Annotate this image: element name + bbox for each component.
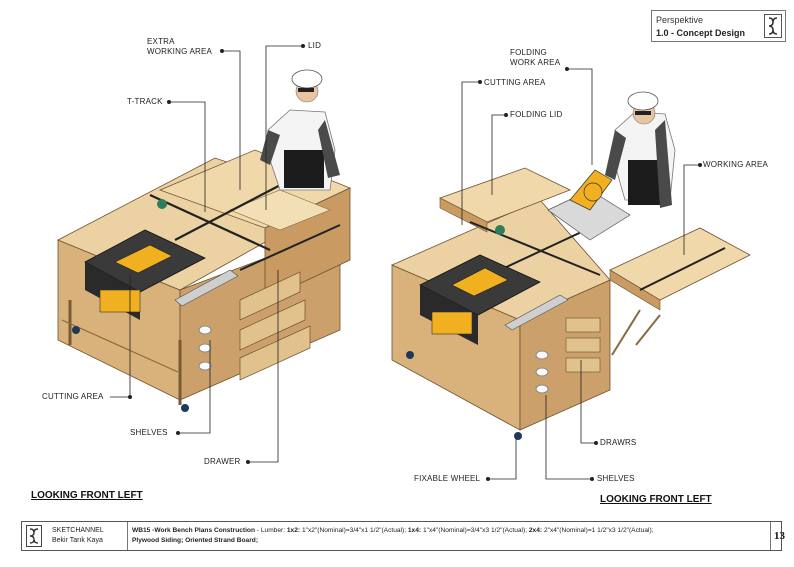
title-category: Perspektive bbox=[656, 15, 704, 25]
footer-desc-line1: WB15 -Work Bench Plans Construction - Lu… bbox=[132, 526, 762, 536]
label-shelves-left: SHELVES bbox=[130, 428, 168, 437]
label-lid: LID bbox=[308, 41, 322, 50]
label-drawrs: DRAWRS bbox=[600, 438, 637, 447]
right-workbench bbox=[390, 91, 751, 440]
leader-lines-right bbox=[461, 67, 703, 481]
desc-2x4-key: 2x4: bbox=[528, 527, 543, 534]
footer-description: WB15 -Work Bench Plans Construction - Lu… bbox=[132, 526, 762, 546]
label-cutting-area-right: CUTTING AREA bbox=[484, 78, 546, 87]
desc-1x4-key: 1x4: bbox=[407, 527, 422, 534]
label-working-area: WORKING AREA bbox=[703, 160, 769, 169]
title-block: Perspektive 1.0 - Concept Design bbox=[651, 10, 786, 42]
desc-1x2-key: 1x2: bbox=[286, 527, 301, 534]
desc-2x4-val: 2"x4"(Nominal)=1 1/2"x3 1/2"(Actual); bbox=[543, 527, 654, 534]
footer-divider-page bbox=[770, 522, 771, 550]
caption-right: LOOKING FRONT LEFT bbox=[600, 494, 712, 505]
label-folding-line1: FOLDING bbox=[510, 48, 547, 57]
title-text: 1.0 - Concept Design bbox=[656, 28, 746, 38]
page-number: 13 bbox=[774, 530, 785, 542]
label-extra-working-area: EXTRA WORKING AREA bbox=[147, 37, 212, 57]
worker-figure-left bbox=[260, 69, 340, 191]
label-folding-lid: FOLDING LID bbox=[510, 110, 563, 119]
label-folding-work-area: FOLDING WORK AREA bbox=[510, 48, 560, 68]
leader-lines-left bbox=[110, 44, 305, 464]
label-cutting-area-left: CUTTING AREA bbox=[42, 392, 104, 401]
brand-name: SKETCHANNEL bbox=[52, 527, 104, 534]
author-name: Bekir Tarık Kaya bbox=[52, 537, 103, 544]
desc-title: WB15 -Work Bench Plans Construction bbox=[132, 527, 255, 534]
brand-logo-icon bbox=[764, 14, 782, 38]
footer-desc-line2: Plywood Siding; Oriented Strand Board; bbox=[132, 537, 259, 544]
label-t-track: T-TRACK bbox=[127, 97, 163, 106]
worker-figure-right bbox=[605, 91, 676, 208]
footer-brand: SKETCHANNEL Bekir Tarık Kaya bbox=[52, 526, 104, 546]
caption-left: LOOKING FRONT LEFT bbox=[31, 490, 143, 501]
label-folding-line2: WORK AREA bbox=[510, 58, 561, 67]
label-extra-line2: WORKING AREA bbox=[147, 47, 213, 56]
label-extra-line1: EXTRA bbox=[147, 37, 175, 46]
footer-divider bbox=[127, 522, 128, 550]
footer-logo-icon bbox=[26, 525, 42, 547]
label-drawer: DRAWER bbox=[204, 457, 241, 466]
left-workbench bbox=[57, 69, 352, 412]
desc-lumber: - Lumber: bbox=[256, 527, 286, 534]
label-shelves-right: SHELVES bbox=[597, 474, 635, 483]
desc-1x2-val: 1"x2"(Nominal)=3/4"x1 1/2"(Actual); bbox=[301, 527, 407, 534]
desc-1x4-val: 1"x4"(Nominal)=3/4"x3 1/2"(Actual); bbox=[422, 527, 528, 534]
label-fixable-wheel: FIXABLE WHEEL bbox=[414, 474, 481, 483]
footer-title-strip: SKETCHANNEL Bekir Tarık Kaya WB15 -Work … bbox=[21, 521, 785, 551]
